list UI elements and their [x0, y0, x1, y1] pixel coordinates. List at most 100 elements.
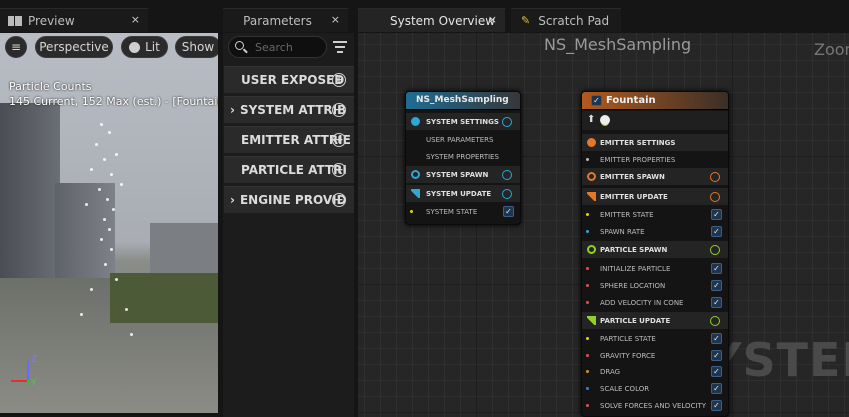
solve-forces-row[interactable]: SOLVE FORCES AND VELOCITY ✓ — [582, 397, 728, 414]
category-system-attributes[interactable]: › SYSTEM ATTRIB + — [224, 96, 354, 123]
gravity-force-row[interactable]: GRAVITY FORCE✓ — [582, 347, 728, 364]
row-label: PARTICLE SPAWN — [600, 245, 668, 254]
category-label: ENGINE PROVID — [239, 193, 347, 207]
close-icon[interactable]: × — [487, 13, 497, 26]
particle-counts-title: Particle Counts — [9, 80, 92, 93]
enabled-checkbox[interactable]: ✓ — [711, 350, 722, 361]
close-icon[interactable]: × — [130, 13, 140, 26]
add-icon[interactable]: + — [332, 133, 346, 147]
graph-canvas[interactable]: NS_MeshSampling Zoom SYSTEM NS_MeshSampl… — [358, 33, 849, 417]
emitter-node-header[interactable]: ✓ Fountain — [582, 92, 728, 110]
particle-update-row[interactable]: PARTICLE UPDATE — [582, 312, 728, 329]
enabled-checkbox[interactable]: ✓ — [711, 226, 722, 237]
building-image — [55, 183, 115, 293]
category-user-exposed[interactable]: USER EXPOSED + — [224, 66, 354, 93]
emitter-enabled-checkbox[interactable]: ✓ — [591, 95, 602, 106]
chevron-right-icon[interactable]: › — [230, 103, 235, 117]
category-label: PARTICLE ATTRI — [241, 163, 347, 177]
category-label: USER EXPOSED — [241, 73, 345, 87]
add-icon[interactable]: + — [332, 103, 346, 117]
emitter-state-row[interactable]: EMITTER STATE✓ — [582, 206, 728, 223]
particle-spawn-row[interactable]: PARTICLE SPAWN — [582, 241, 728, 258]
category-engine-provided[interactable]: › ENGINE PROVID + — [224, 186, 354, 213]
tab-scratch-pad-label: Scratch Pad — [538, 13, 610, 28]
row-label: SPHERE LOCATION — [600, 281, 666, 290]
row-label: ADD VELOCITY IN CONE — [600, 298, 684, 307]
system-state-row[interactable]: SYSTEM STATE ✓ — [406, 203, 520, 220]
preview-viewport[interactable]: ≡ Perspective Lit Show Particle Counts 1… — [0, 33, 218, 413]
stage-ring-icon[interactable] — [710, 171, 720, 182]
menu-button[interactable]: ≡ — [5, 36, 27, 58]
enabled-checkbox[interactable]: ✓ — [711, 209, 722, 220]
spawn-rate-row[interactable]: SPAWN RATE ✓ — [582, 223, 728, 240]
stage-ring-icon[interactable] — [710, 191, 720, 202]
emitter-update-row[interactable]: EMITTER UPDATE — [582, 188, 728, 205]
add-icon[interactable]: + — [332, 163, 346, 177]
enabled-checkbox[interactable]: ✓ — [711, 280, 722, 291]
category-particle-attributes[interactable]: PARTICLE ATTRI + — [224, 156, 354, 183]
system-settings-row[interactable]: SYSTEM SETTINGS — [406, 113, 520, 130]
system-node-title: NS_MeshSampling — [416, 95, 509, 105]
particle-fountain — [70, 113, 140, 363]
add-icon[interactable]: + — [332, 73, 346, 87]
enabled-checkbox[interactable]: ✓ — [711, 366, 722, 377]
initialize-particle-row[interactable]: INITIALIZE PARTICLE ✓ — [582, 260, 728, 277]
drag-row[interactable]: DRAG✓ — [582, 363, 728, 380]
stage-ring-icon[interactable] — [710, 315, 720, 326]
tab-system-overview[interactable]: System Overview × — [358, 8, 505, 32]
tab-preview-label: Preview — [28, 13, 75, 28]
row-label: EMITTER SPAWN — [600, 172, 665, 181]
system-node-header[interactable]: NS_MeshSampling — [406, 92, 520, 110]
stage-ring-icon[interactable] — [502, 169, 512, 180]
stage-ring-icon[interactable] — [502, 188, 512, 199]
system-update-row[interactable]: SYSTEM UPDATE — [406, 185, 520, 202]
sprite-renderer-icon[interactable] — [600, 115, 610, 125]
perspective-button[interactable]: Perspective — [35, 36, 113, 58]
enabled-checkbox[interactable]: ✓ — [711, 383, 722, 394]
stage-ring-icon[interactable] — [710, 244, 720, 255]
settings-icon — [411, 117, 420, 126]
enabled-checkbox[interactable]: ✓ — [711, 297, 722, 308]
system-properties-row[interactable]: SYSTEM PROPERTIES — [426, 152, 499, 161]
axis-z-label: Z — [31, 355, 38, 365]
filter-icon[interactable] — [333, 41, 347, 53]
lit-button[interactable]: Lit — [121, 36, 168, 58]
sphere-location-row[interactable]: SPHERE LOCATION ✓ — [582, 277, 728, 294]
emitter-spawn-row[interactable]: EMITTER SPAWN — [582, 168, 728, 185]
module-dot-icon — [586, 370, 589, 373]
tab-parameters[interactable]: Parameters × — [223, 8, 348, 32]
search-input[interactable]: Search — [228, 36, 327, 58]
enabled-checkbox[interactable]: ✓ — [711, 333, 722, 344]
row-label: PARTICLE STATE — [600, 334, 656, 343]
pin-icon[interactable]: ⬆ — [587, 114, 596, 125]
chevron-right-icon[interactable]: › — [230, 193, 235, 207]
close-icon[interactable]: × — [330, 13, 340, 26]
system-node[interactable]: NS_MeshSampling SYSTEM SETTINGS USER PAR… — [405, 91, 521, 225]
category-label: EMITTER ATTRIE — [241, 133, 351, 147]
emitter-settings-row[interactable]: EMITTER SETTINGS — [582, 134, 728, 151]
add-icon[interactable]: + — [332, 193, 346, 207]
system-spawn-row[interactable]: SYSTEM SPAWN — [406, 166, 520, 183]
enabled-checkbox[interactable]: ✓ — [503, 206, 514, 217]
user-parameters-row[interactable]: USER PARAMETERS — [426, 135, 494, 144]
enabled-checkbox[interactable]: ✓ — [711, 263, 722, 274]
particle-state-row[interactable]: PARTICLE STATE ✓ — [582, 330, 728, 347]
tab-preview[interactable]: Preview × — [0, 8, 148, 32]
add-velocity-in-cone-row[interactable]: ADD VELOCITY IN CONE ✓ — [582, 294, 728, 311]
module-dot-icon — [586, 404, 589, 407]
scale-color-row[interactable]: SCALE COLOR✓ — [582, 380, 728, 397]
category-emitter-attributes[interactable]: EMITTER ATTRIE + — [224, 126, 354, 153]
row-label: SOLVE FORCES AND VELOCITY — [600, 401, 707, 410]
row-label: INITIALIZE PARTICLE — [600, 264, 671, 273]
row-label: SPAWN RATE — [600, 227, 645, 236]
emitter-properties-row[interactable]: EMITTER PROPERTIES — [582, 151, 728, 168]
row-label: EMITTER PROPERTIES — [600, 155, 676, 164]
lit-icon — [129, 41, 141, 53]
enabled-checkbox[interactable]: ✓ — [711, 400, 722, 411]
show-button[interactable]: Show — [175, 36, 218, 58]
spawn-icon — [587, 245, 596, 254]
emitter-node[interactable]: ✓ Fountain ⬆ EMITTER SETTINGS EMITTER PRO… — [581, 91, 729, 417]
search-placeholder: Search — [255, 41, 293, 54]
tab-scratch-pad[interactable]: ✎ Scratch Pad — [511, 8, 621, 32]
stage-ring-icon[interactable] — [502, 116, 512, 127]
